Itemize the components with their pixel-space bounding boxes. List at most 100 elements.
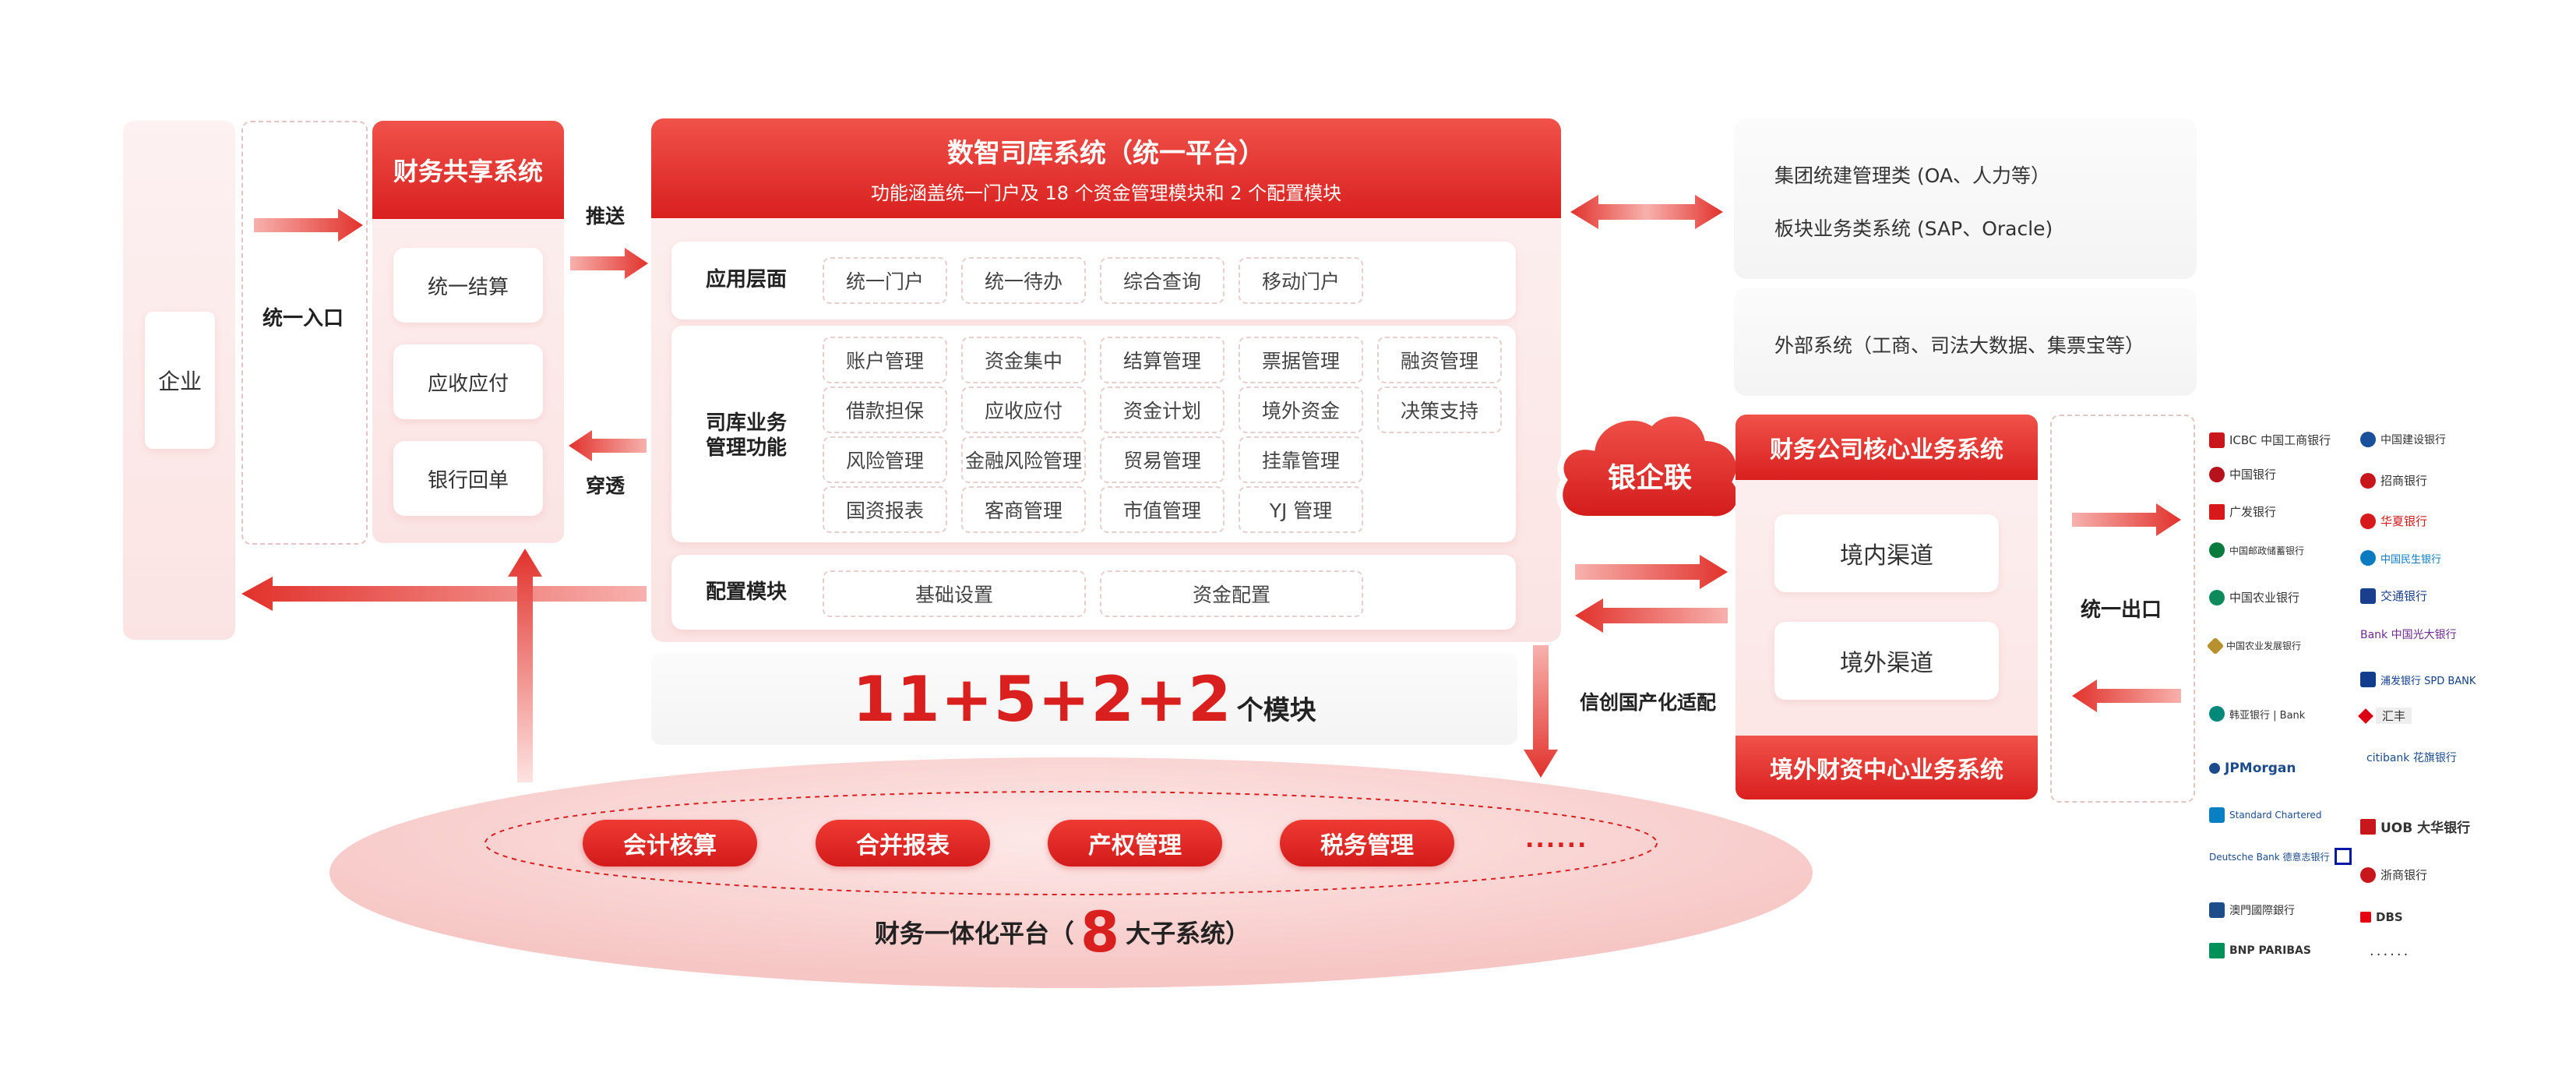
- external-item-group-oa: 集团统建管理类 (OA、人力等）: [1774, 164, 2051, 187]
- arrow-push: [570, 248, 648, 279]
- channel-label: 境外渠道: [1840, 650, 1933, 677]
- arrow-platform-to-enterprise: [241, 577, 647, 611]
- bank-label: 汇丰: [2376, 708, 2412, 724]
- module-market-value[interactable]: 市值管理: [1100, 486, 1225, 533]
- bank-standard-chartered: Standard Chartered: [2209, 807, 2321, 823]
- bank-label: 澳門國際銀行: [2229, 905, 2295, 917]
- push-label: 推送: [586, 205, 625, 228]
- module-overseas-fund[interactable]: 境外资金: [1239, 386, 1363, 433]
- bank-label: 华夏银行: [2380, 514, 2428, 528]
- channel-domestic[interactable]: 境内渠道: [1774, 514, 1999, 592]
- bank-hxb: 华夏银行: [2360, 513, 2427, 529]
- adbc-logo-icon: [2206, 637, 2225, 655]
- ccb-logo-icon: [2360, 432, 2376, 447]
- module-financial-risk[interactable]: 金融风险管理: [961, 436, 1086, 483]
- bank-label: 广发银行: [2229, 505, 2277, 519]
- core-platform-header: 数智司库系统（统一平台） 功能涵盖统一门户及 18 个资金管理模块和 2 个配置…: [651, 118, 1561, 218]
- abc-logo-icon: [2209, 589, 2225, 605]
- module-merchant[interactable]: 客商管理: [961, 486, 1086, 533]
- bank-list-right: 中国建设银行 招商银行 华夏银行 中国民生银行 交通银行 Bank 中国光大银行…: [2358, 425, 2493, 971]
- bnp-logo-icon: [2209, 943, 2225, 958]
- bank-cmb: 招商银行: [2360, 472, 2427, 489]
- treasury-label-line2: 管理功能: [706, 436, 788, 460]
- icbc-logo-icon: [2209, 432, 2225, 448]
- finance-company-footer: 境外财资中心业务系统: [1736, 736, 2038, 799]
- arrow-exit-out: [2072, 503, 2181, 536]
- bank-luso: 澳門國際銀行: [2209, 902, 2295, 918]
- enterprise-card[interactable]: 企业: [145, 312, 215, 449]
- enterprise-label: 企业: [157, 369, 202, 394]
- module-receivable[interactable]: 应收应付: [961, 386, 1086, 433]
- bank-psbc: 中国邮政储蓄银行: [2209, 542, 2304, 558]
- config-row: [671, 555, 1516, 630]
- module-count: 11+5+2+2 个模块: [651, 653, 1517, 745]
- psbc-logo-icon: [2209, 542, 2225, 558]
- module-affiliate[interactable]: 挂靠管理: [1239, 436, 1363, 483]
- app-query[interactable]: 综合查询: [1100, 257, 1225, 304]
- unified-entry-label: 统一入口: [262, 307, 344, 330]
- module-yj[interactable]: YJ 管理: [1239, 486, 1363, 533]
- module-decision[interactable]: 决策支持: [1377, 386, 1502, 433]
- bank-label: 中国民生银行: [2380, 553, 2442, 566]
- module-settlement[interactable]: 结算管理: [1100, 337, 1225, 383]
- hana-logo-icon: [2209, 706, 2225, 722]
- config-fund[interactable]: 资金配置: [1100, 570, 1363, 617]
- pill-tax[interactable]: 税务管理: [1280, 820, 1454, 867]
- dbs-logo-icon: [2360, 912, 2371, 923]
- config-basic[interactable]: 基础设置: [823, 570, 1086, 617]
- module-financing[interactable]: 融资管理: [1377, 337, 1502, 383]
- cmbc-logo-icon: [2360, 550, 2376, 566]
- bank-label: 交通银行: [2380, 589, 2428, 603]
- bank-label: DBS: [2376, 910, 2403, 924]
- module-count-panel: [651, 653, 1517, 745]
- app-mobile[interactable]: 移动门户: [1239, 257, 1363, 304]
- config-label: 配置模块: [706, 581, 788, 604]
- module-sasac-report[interactable]: 国资报表: [823, 486, 947, 533]
- bank-label: 韩亚银行 | Bank: [2229, 709, 2306, 722]
- module-risk[interactable]: 风险管理: [823, 436, 947, 483]
- module-account[interactable]: 账户管理: [823, 337, 947, 383]
- bank-label: UOB 大华银行: [2380, 821, 2471, 836]
- module-fund-pool[interactable]: 资金集中: [961, 337, 1086, 383]
- shared-item-receivable[interactable]: 应收应付: [393, 344, 543, 419]
- core-platform-subtitle: 功能涵盖统一门户及 18 个资金管理模块和 2 个配置模块: [870, 182, 1342, 204]
- integrated-title-number: 8: [1080, 899, 1120, 965]
- integrated-title-suffix: 大子系统）: [1126, 919, 1251, 948]
- bank-cgb: 广发银行: [2209, 503, 2276, 520]
- bank-ccb: 中国建设银行: [2360, 432, 2446, 447]
- app-portal[interactable]: 统一门户: [823, 257, 947, 304]
- bank-citi: citibank 花旗银行: [2366, 750, 2457, 765]
- bank-list-left: ICBC 中国工商银行 中国银行 广发银行 中国邮政储蓄银行 中国农业银行 中国…: [2206, 425, 2352, 971]
- bank-label: 浦发银行 SPD BANK: [2380, 675, 2476, 687]
- czb-logo-icon: [2360, 867, 2376, 883]
- module-fund-plan[interactable]: 资金计划: [1100, 386, 1225, 433]
- bank-jpmorgan: JPMorgan: [2209, 761, 2296, 776]
- pill-ellipsis: ......: [1525, 826, 1588, 853]
- boc-logo-icon: [2209, 466, 2225, 482]
- app-todo[interactable]: 统一待办: [961, 257, 1086, 304]
- arrow-exit-in: [2072, 679, 2181, 712]
- shared-item-label: 应收应付: [427, 372, 509, 396]
- deutsche-logo-icon: [2334, 848, 2352, 865]
- pill-consolidation[interactable]: 合并报表: [816, 820, 990, 867]
- module-loan-guarantee[interactable]: 借款担保: [823, 386, 947, 433]
- bank-label: JPMorgan: [2225, 761, 2296, 776]
- bank-ceb: Bank 中国光大银行: [2360, 627, 2457, 642]
- luso-logo-icon: [2209, 902, 2225, 918]
- bank-label: Deutsche Bank 德意志银行: [2209, 851, 2330, 863]
- bank-hana: 韩亚银行 | Bank: [2209, 706, 2305, 722]
- module-count-suffix: 个模块: [1236, 694, 1316, 726]
- module-trade[interactable]: 贸易管理: [1100, 436, 1225, 483]
- bank-bnp: BNP PARIBAS: [2209, 943, 2311, 958]
- pill-accounting[interactable]: 会计核算: [583, 820, 757, 867]
- bank-hsbc: 汇丰: [2358, 708, 2412, 724]
- shared-item-receipt[interactable]: 银行回单: [393, 441, 543, 516]
- pill-property[interactable]: 产权管理: [1048, 820, 1222, 867]
- jpmorgan-logo-icon: [2209, 763, 2220, 774]
- bank-more: ......: [2370, 943, 2410, 959]
- shared-item-settlement[interactable]: 统一结算: [393, 248, 543, 323]
- bank-uob: UOB 大华银行: [2360, 817, 2470, 836]
- channel-overseas[interactable]: 境外渠道: [1774, 622, 1999, 700]
- module-bill[interactable]: 票据管理: [1239, 337, 1363, 383]
- module-count-formula: 11+5+2+2: [852, 662, 1232, 736]
